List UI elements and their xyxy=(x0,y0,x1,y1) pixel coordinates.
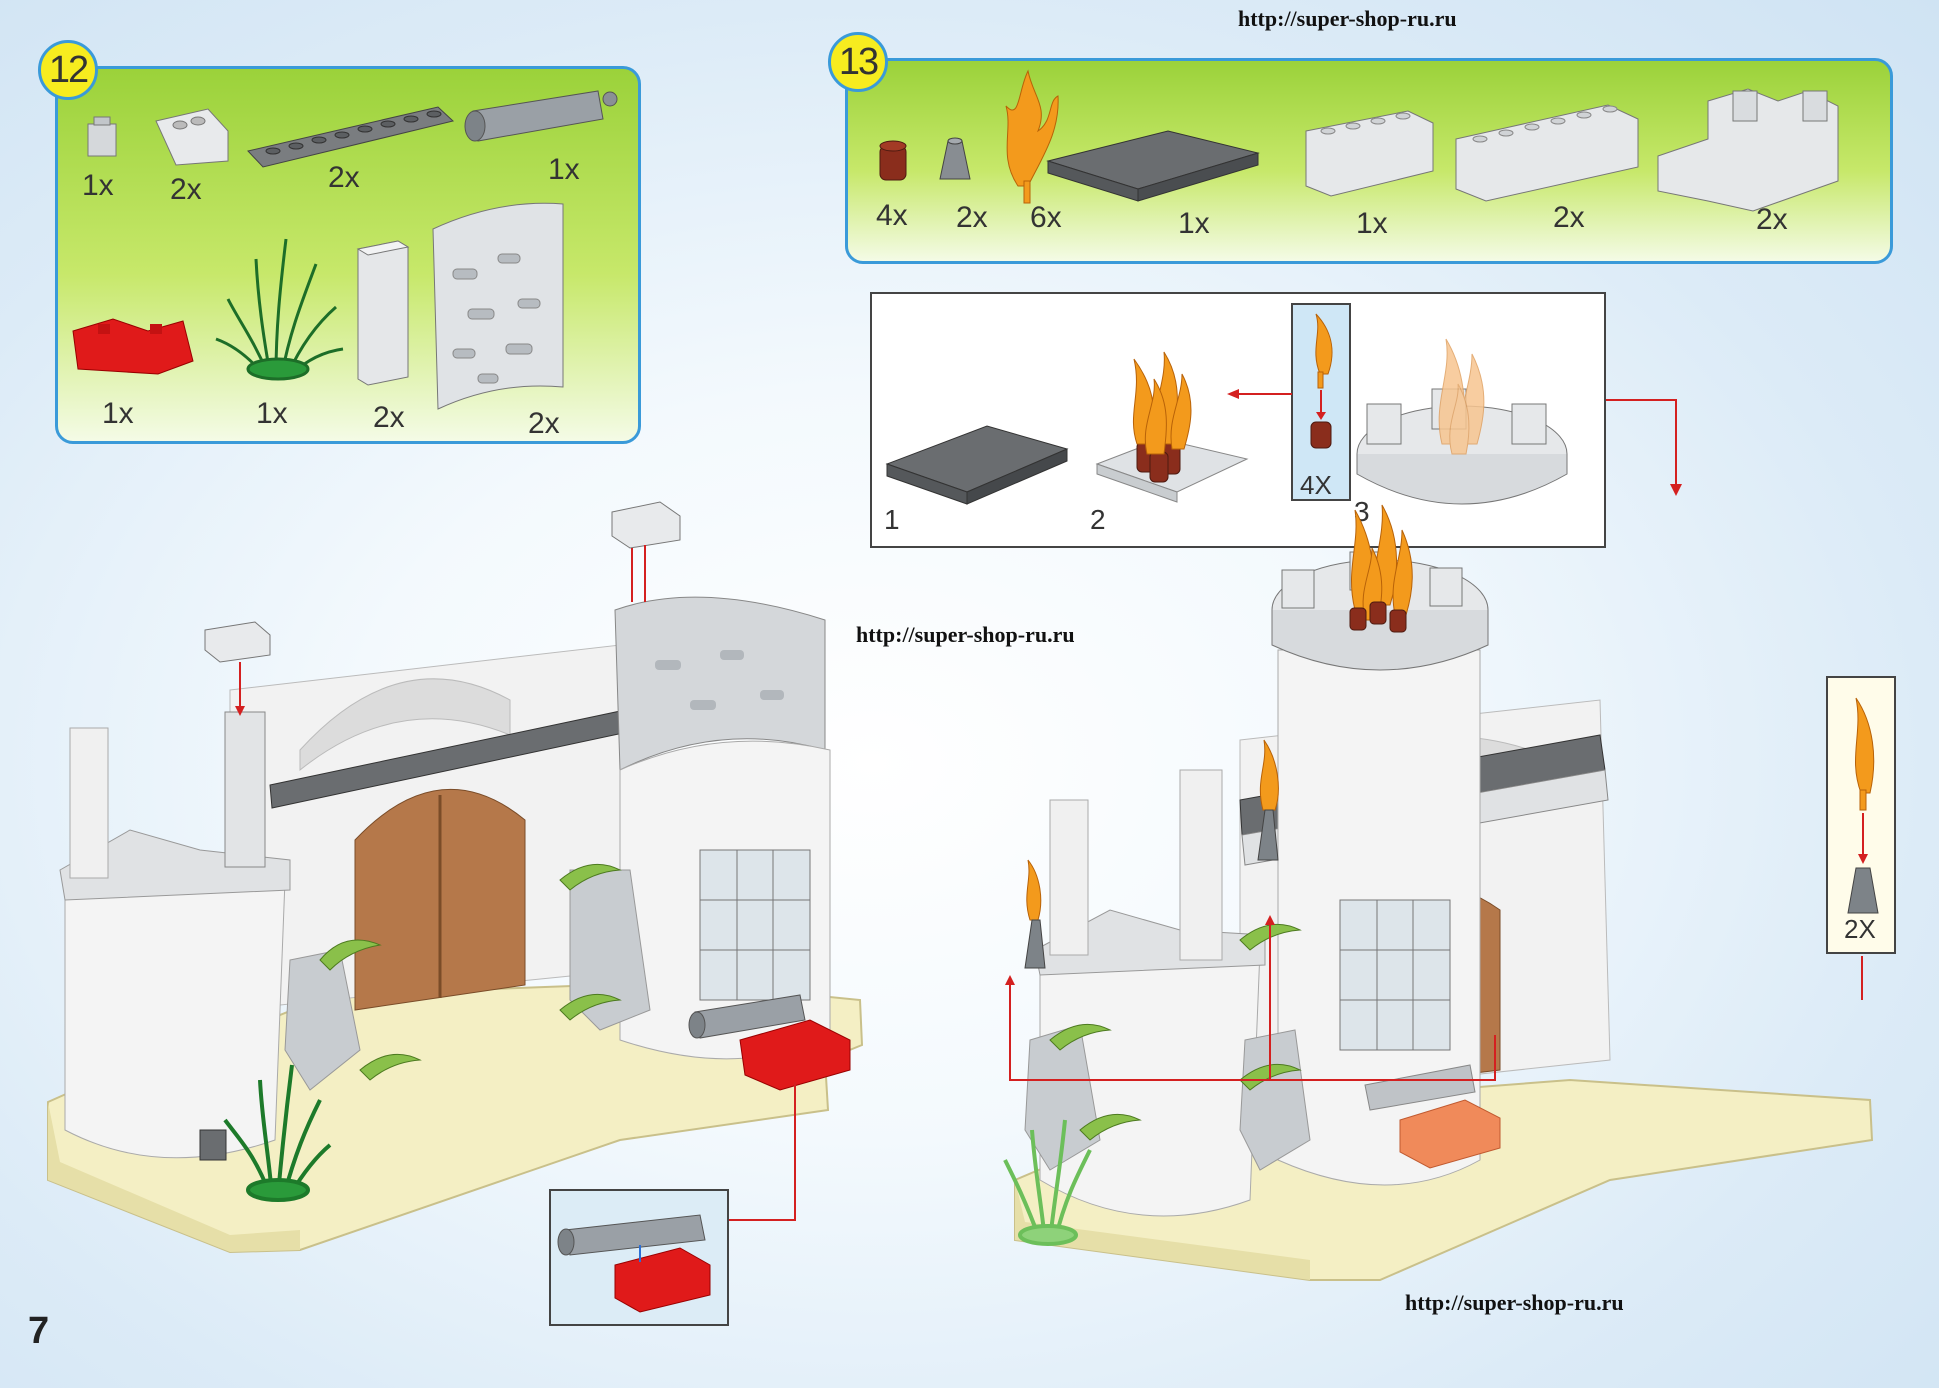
substep-2-label: 2 xyxy=(1090,504,1106,535)
window-grid xyxy=(699,849,811,1001)
bush-icon xyxy=(223,1064,332,1202)
crenel-wall-icon xyxy=(1305,110,1434,197)
flame-callout-qty: 4X xyxy=(1300,470,1332,500)
part-qty: 4x xyxy=(876,199,908,232)
subassembly-art xyxy=(885,303,1568,505)
torch-icon xyxy=(1024,739,1279,969)
round-brick-brown-icon xyxy=(1310,421,1332,449)
cone-grey-icon xyxy=(1847,867,1879,914)
part-qty: 2x xyxy=(1553,201,1585,234)
baseplate-edge xyxy=(48,1102,300,1252)
substep-1-label: 1 xyxy=(884,504,900,535)
round-turret-icon xyxy=(1356,338,1568,505)
turret-corner-icon xyxy=(1657,88,1839,212)
torch-callout-connector xyxy=(1861,956,1863,1000)
palm-leaf-icon xyxy=(319,863,622,1081)
bush-icon xyxy=(215,238,344,381)
step-13-subassembly-box: 1 2 3 4X xyxy=(870,292,1606,548)
cone-grey-icon xyxy=(939,137,971,180)
left-tower xyxy=(1039,949,1261,1217)
part-qty: 1x xyxy=(82,169,114,202)
brick-1x1-icon xyxy=(87,116,117,157)
left-column xyxy=(69,727,109,879)
part-qty: 1x xyxy=(256,397,288,430)
slope-brick-icon xyxy=(611,501,681,549)
flame-icon xyxy=(1855,697,1875,794)
page-number: 7 xyxy=(28,1310,50,1352)
curved-wall-panel-icon xyxy=(432,202,564,410)
step-12-parts-art xyxy=(72,90,618,410)
plate-dark-icon xyxy=(1046,130,1260,202)
step-12-badge: 12 xyxy=(38,40,98,100)
cannon-base-red-icon xyxy=(72,318,194,375)
part-qty: 2x xyxy=(528,407,560,440)
step-13-parts-panel: 4x 2x 6x 1x 1x 2x 2x xyxy=(845,58,1893,264)
crenel-wall-long-icon xyxy=(1455,104,1639,202)
part-qty: 1x xyxy=(1178,207,1210,240)
slope-brick-icon xyxy=(204,621,271,663)
part-qty: 1x xyxy=(1356,207,1388,240)
cannon-barrel-icon xyxy=(464,90,618,142)
part-qty: 2x xyxy=(956,201,988,234)
flame-icon xyxy=(1005,69,1059,204)
grey-column xyxy=(224,711,266,868)
part-qty: 2x xyxy=(328,161,360,194)
torch-callout-art xyxy=(1847,697,1879,914)
step-13-badge: 13 xyxy=(828,32,888,92)
torch-callout-box: 2X xyxy=(1826,676,1896,954)
dark-plate-icon xyxy=(885,425,1069,505)
light-plate-with-flames-icon xyxy=(1095,351,1249,503)
part-qty: 2x xyxy=(373,401,405,434)
step-12-parts-panel: 1x 2x 2x 1x 1x 1x 2x 2x xyxy=(55,66,641,444)
part-qty: 2x xyxy=(170,173,202,206)
step-13-parts-art xyxy=(879,69,1839,212)
part-qty: 1x xyxy=(102,397,134,430)
plate-1x8-dark-icon xyxy=(247,106,455,168)
cannon-icon xyxy=(1364,1064,1501,1169)
part-qty: 6x xyxy=(1030,201,1062,234)
slope-2x2-icon xyxy=(155,108,229,166)
round-brick-brown-icon xyxy=(879,140,907,181)
part-qty: 1x xyxy=(548,153,580,186)
flame-icon xyxy=(1315,313,1333,389)
watermark-url-middle[interactable]: http://super-shop-ru.ru xyxy=(856,622,1075,647)
bush-icon xyxy=(1003,1119,1092,1246)
part-qty: 2x xyxy=(1756,203,1788,236)
cannon-icon xyxy=(688,994,851,1091)
subassembly-arrow xyxy=(1606,399,1682,496)
watermark-url-top[interactable]: http://super-shop-ru.ru xyxy=(1238,6,1457,31)
left-tower xyxy=(64,869,286,1159)
watermark-url-bottom[interactable]: http://super-shop-ru.ru xyxy=(1405,1290,1624,1315)
torch-callout-qty: 2X xyxy=(1844,914,1876,944)
step-12-castle-assembly xyxy=(47,501,864,1326)
column-brick-icon xyxy=(356,240,410,386)
step-13-castle-assembly xyxy=(1003,504,1874,1281)
